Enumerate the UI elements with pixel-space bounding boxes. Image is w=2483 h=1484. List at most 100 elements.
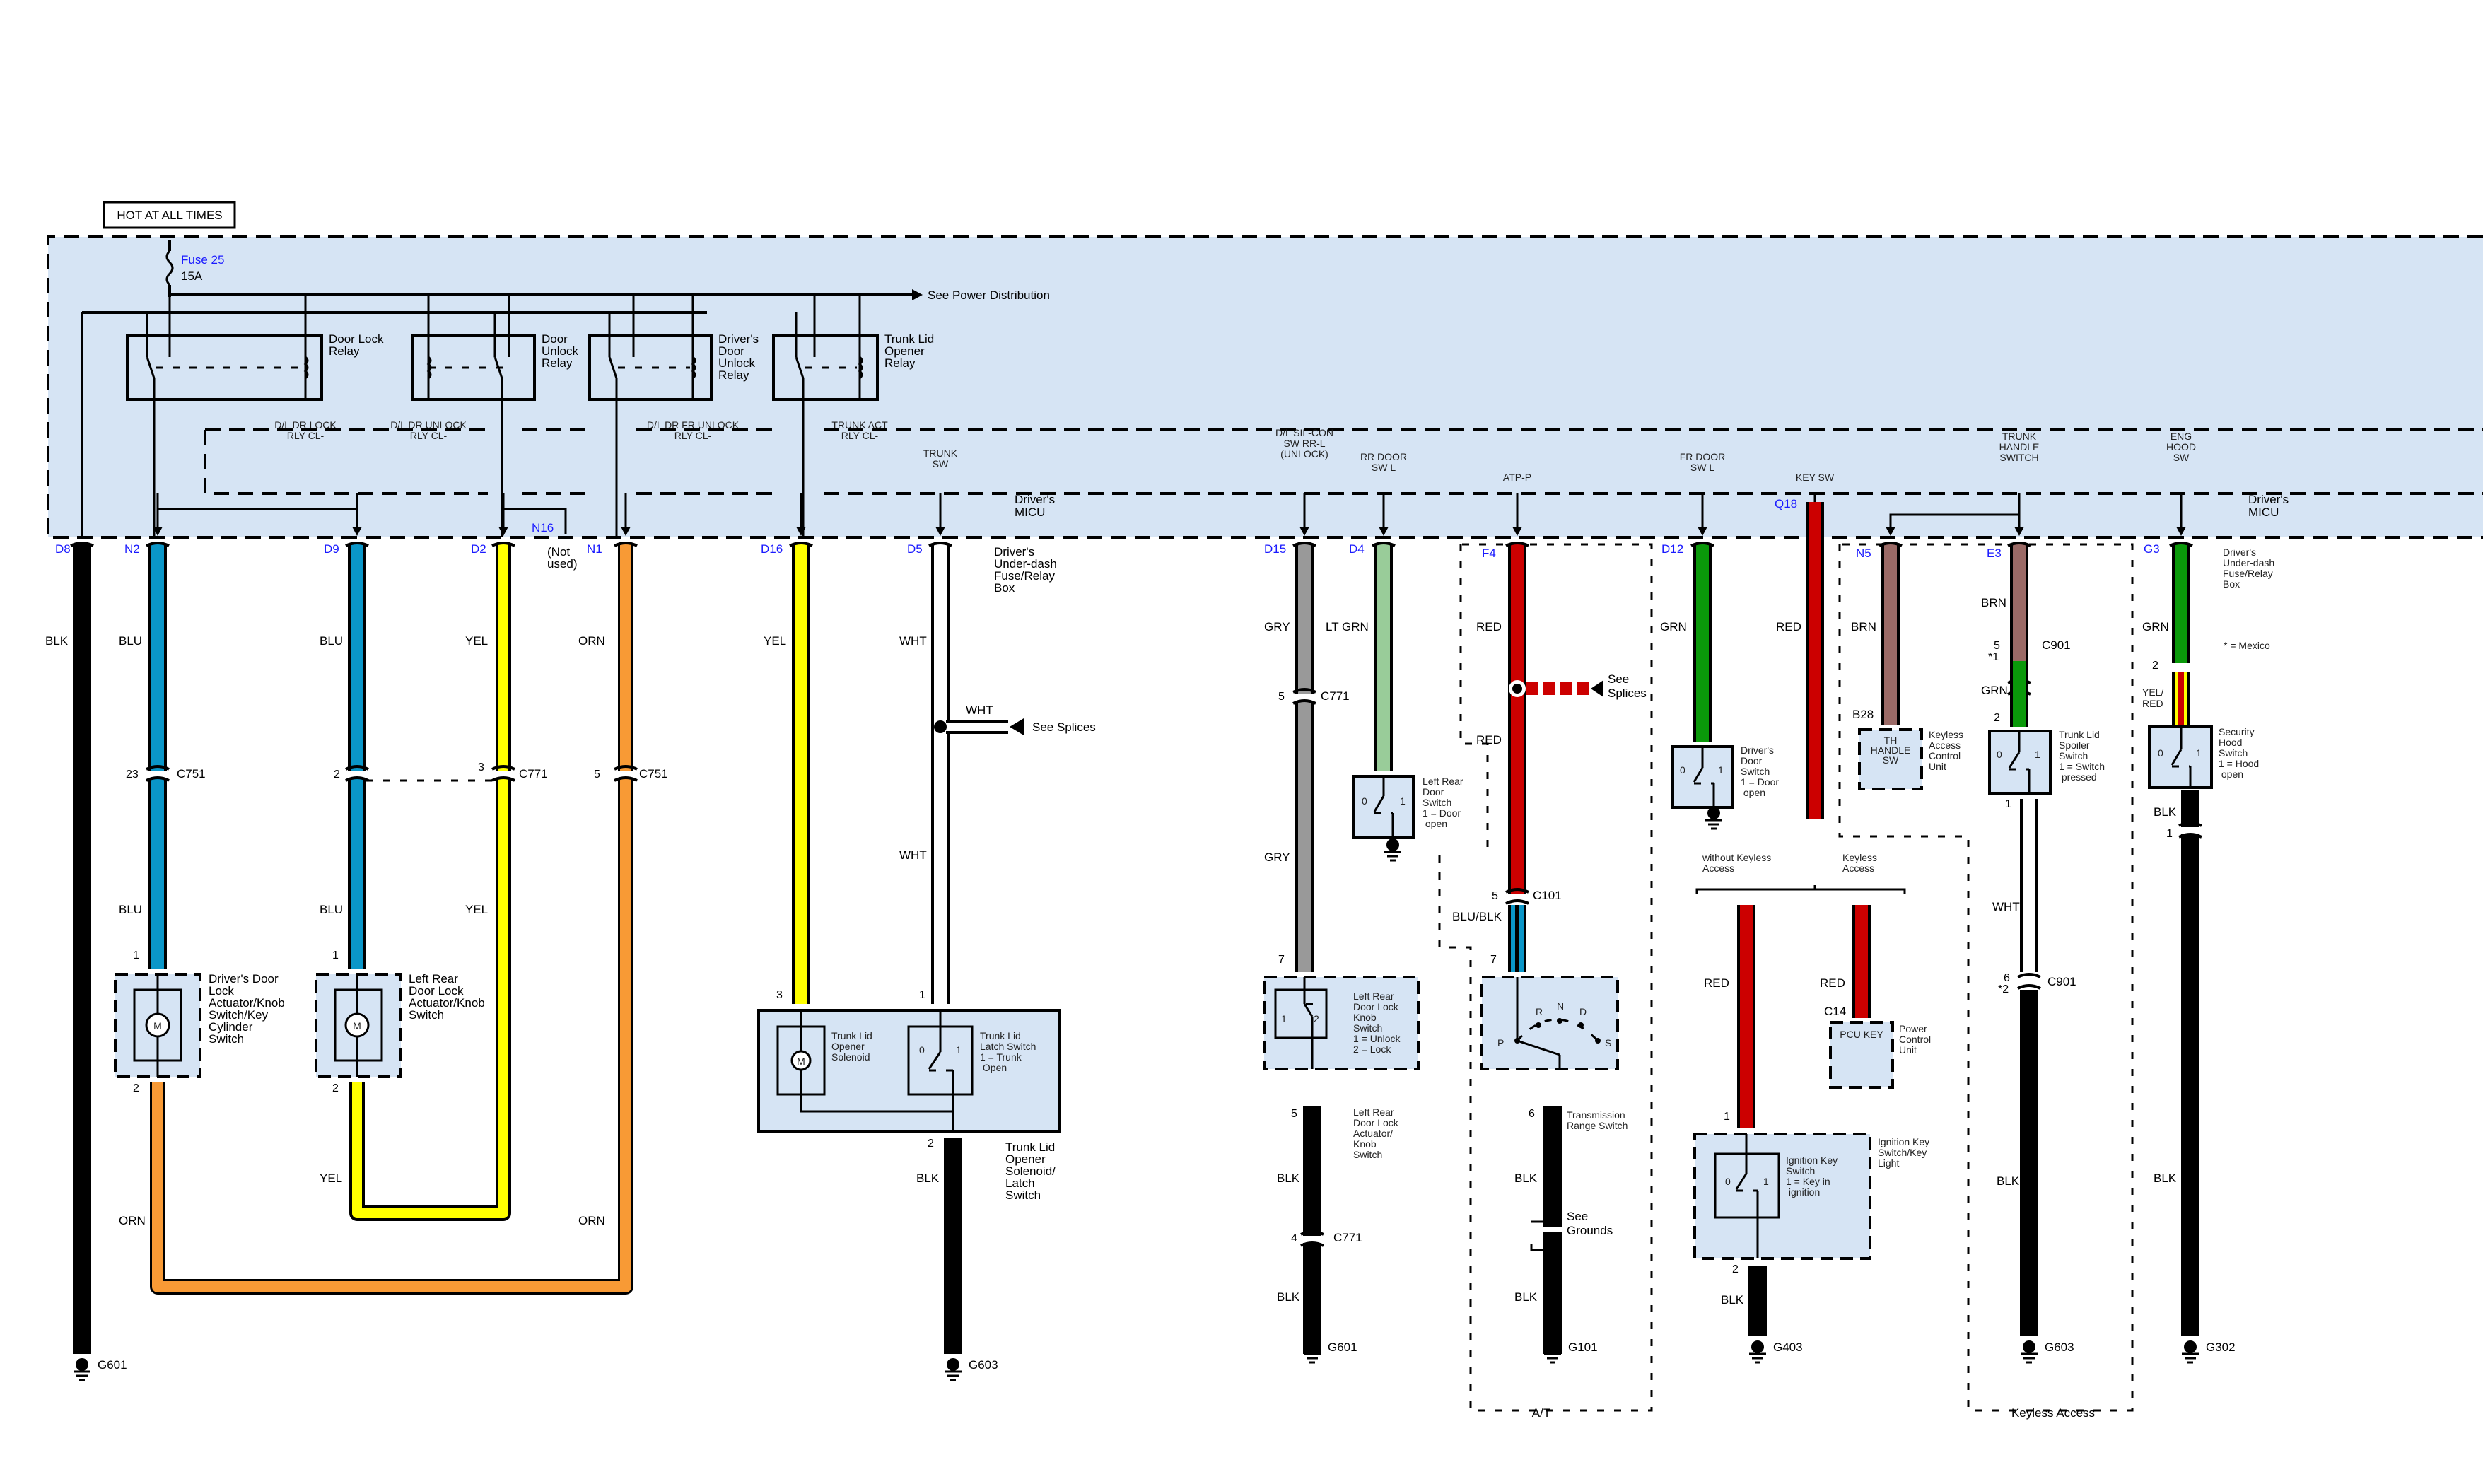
- wire-grn-d12[interactable]: [1693, 544, 1712, 742]
- wire-blk-trunk[interactable]: [944, 1138, 962, 1354]
- terminal-number: 1: [1724, 1111, 1730, 1123]
- switch-contact-icon: [2008, 752, 2021, 769]
- terminal-number: 1: [2005, 798, 2011, 810]
- wire-blk-e3[interactable]: [2020, 990, 2038, 1336]
- connector-label: B28: [1852, 708, 1874, 721]
- ground-label: G601: [98, 1358, 127, 1372]
- wire-yelred-g3[interactable]: [2172, 672, 2190, 725]
- relay-contact-icon: [146, 356, 156, 379]
- switch-contact-icon: [1373, 795, 1385, 812]
- wire-grn-g3[interactable]: [2172, 544, 2190, 663]
- wire-grn-e3[interactable]: [2010, 661, 2028, 727]
- wire-blk-d8[interactable]: [73, 544, 91, 1354]
- wire-blu-n2[interactable]: [148, 544, 167, 969]
- wire-gry-d15[interactable]: [1295, 544, 1314, 972]
- pin-d15: D15: [1264, 542, 1286, 556]
- gear-position-n: N: [1557, 1000, 1564, 1012]
- switch-pos-0: 0: [2158, 747, 2163, 759]
- wire-color-label: ORN: [119, 1214, 146, 1227]
- pin-d12: D12: [1661, 542, 1683, 556]
- pin-n5: N5: [1856, 547, 1871, 560]
- wire-orn-loop[interactable]: [150, 544, 633, 1295]
- wire-ltgrn-d4[interactable]: [1374, 544, 1393, 771]
- connector-icon: [1300, 1230, 1324, 1247]
- relay-coil-icon: [303, 356, 309, 380]
- pin-g3: G3: [2144, 542, 2160, 556]
- arrow-down-icon: [153, 527, 163, 536]
- wire-yel-d16[interactable]: [792, 544, 810, 1004]
- pin-d9: D9: [324, 542, 339, 556]
- connector-label: C771: [519, 767, 548, 781]
- wire-color-label: BRN: [1851, 620, 1876, 633]
- wire-red-pcu[interactable]: [1852, 905, 1871, 1018]
- ground-icon: [2182, 1340, 2199, 1364]
- wire-color-label: BLK: [1721, 1293, 1744, 1307]
- terminal-number: 2: [1732, 1263, 1739, 1275]
- keyless-access-section-label: Keyless Access: [2011, 1406, 2095, 1420]
- ground-icon: [945, 1358, 962, 1381]
- wire-brn-e3[interactable]: [2010, 544, 2028, 679]
- power-distribution-link[interactable]: See Power Distribution: [928, 288, 1050, 302]
- switch-pos-1: 1: [1281, 1013, 1287, 1024]
- terminal-number: 6: [2004, 972, 2010, 984]
- wire-blk-ignition[interactable]: [1748, 1266, 1767, 1336]
- wire-yel-loop[interactable]: [349, 544, 511, 1221]
- wire-color-label: BRN: [1981, 596, 2006, 609]
- fuse-name: Fuse 25: [181, 253, 224, 267]
- see-splices-link: See Splices: [1032, 720, 1096, 734]
- connector-label: C901: [2042, 638, 2071, 652]
- pin-terminal-icon: [1372, 542, 1396, 547]
- ground-icon: [1749, 1340, 1766, 1364]
- wire-wht-e3[interactable]: [2020, 799, 2038, 972]
- wire-red-f4[interactable]: [1508, 544, 1526, 896]
- connector-icon: [614, 765, 638, 782]
- pin-terminal-icon: [1292, 542, 1316, 547]
- ground-label: G603: [969, 1358, 998, 1372]
- arrow-down-icon: [621, 527, 631, 536]
- connector-icon: [2178, 822, 2202, 839]
- splice-wht: [934, 718, 1024, 735]
- terminal-number: 1: [2166, 828, 2173, 840]
- switch-contact-icon: [1303, 1003, 1314, 1017]
- terminal-number: 3: [478, 761, 484, 773]
- wire-red-q18[interactable]: [1806, 502, 1824, 819]
- arrow-down-icon: [935, 527, 945, 536]
- wire-blk-g3[interactable]: [2181, 790, 2199, 1336]
- relay-contact-icon: [795, 356, 805, 379]
- motor-label: M: [353, 1020, 361, 1032]
- relay-coil-icon: [858, 356, 863, 380]
- wire-color-label: BLU: [320, 903, 343, 916]
- pin-q18: Q18: [1775, 497, 1797, 510]
- arrow-down-icon: [2176, 527, 2186, 536]
- wire-red-ignition[interactable]: [1737, 905, 1755, 1128]
- wire-color-label: YEL/RED: [2142, 687, 2163, 709]
- switch-contact-icon: [2171, 749, 2183, 766]
- terminal-number: 2: [332, 1082, 339, 1094]
- pin-d4: D4: [1349, 542, 1365, 556]
- wire-wht-d5[interactable]: [931, 544, 950, 1004]
- wire-blu-d9[interactable]: [348, 544, 366, 969]
- switch-contact-icon: [1693, 767, 1704, 783]
- wire-brn-n5[interactable]: [1881, 544, 1900, 725]
- wire-color-label: RED: [1776, 620, 1801, 633]
- pin-n2: N2: [124, 542, 140, 556]
- wire-color-label: BLK: [916, 1172, 940, 1185]
- ground-label: G601: [1328, 1340, 1357, 1354]
- micu-panel-border: [47, 235, 2483, 539]
- power-label: HOT AT ALL TIMES: [117, 209, 222, 222]
- ground-label: G101: [1568, 1340, 1598, 1354]
